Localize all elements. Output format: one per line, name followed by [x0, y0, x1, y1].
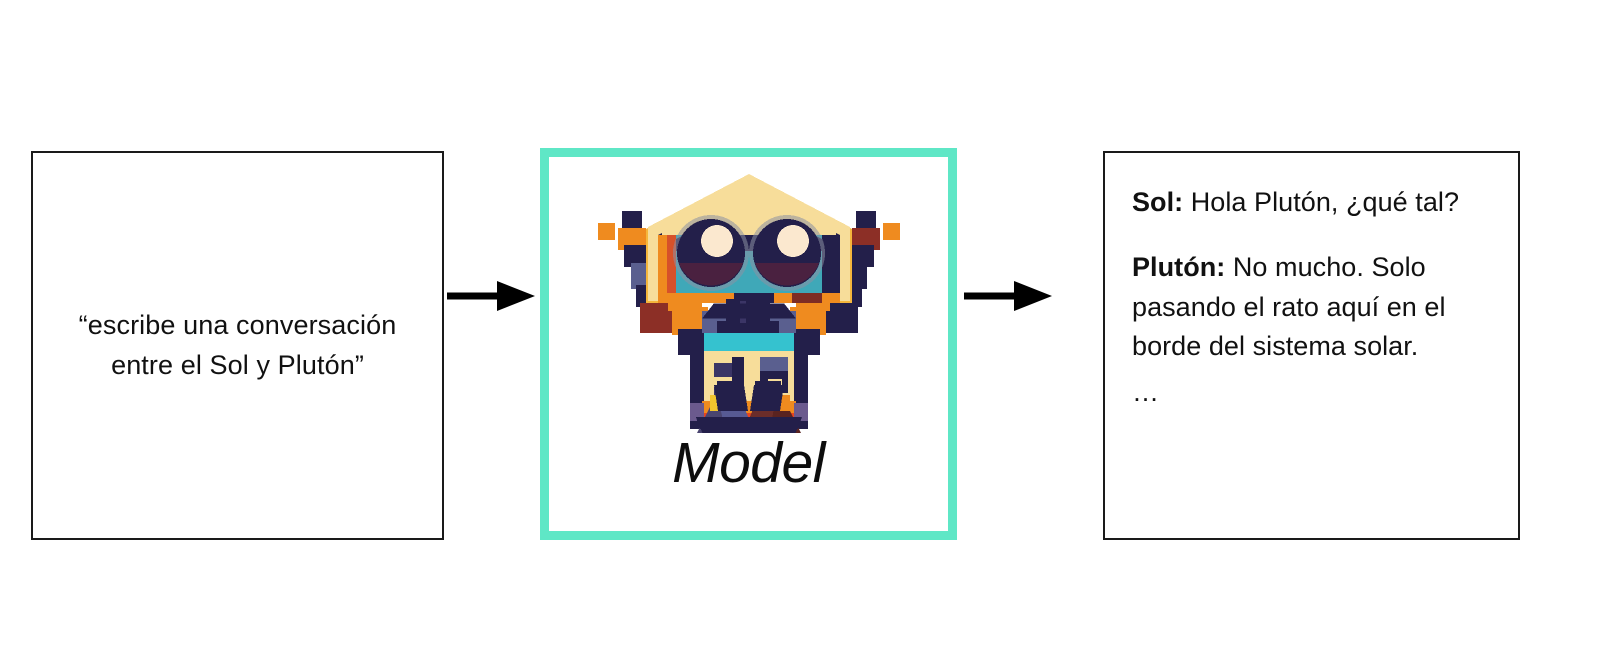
utterance-pluton: No mucho. Solo pasando el rato aquí en e…: [1132, 252, 1446, 362]
robot-icon: [584, 171, 914, 433]
output-box: Sol: Hola Plutón, ¿qué tal? Plutón: No m…: [1103, 151, 1520, 540]
output-line-sol: Sol: Hola Plutón, ¿qué tal?: [1132, 183, 1496, 222]
output-text: Sol: Hola Plutón, ¿qué tal? Plutón: No m…: [1132, 183, 1496, 412]
model-label: Model: [672, 431, 825, 495]
utterance-sol: Hola Plutón, ¿qué tal?: [1183, 187, 1460, 217]
arrow-model-to-output-icon: [964, 276, 1054, 316]
arrow-prompt-to-model-icon: [447, 276, 537, 316]
line-gap: [1132, 222, 1496, 248]
speaker-pluton: Plutón:: [1132, 252, 1226, 283]
prompt-box: “escribe una conversación entre el Sol y…: [31, 151, 444, 540]
output-ellipsis: …: [1132, 376, 1160, 407]
speaker-sol: Sol:: [1132, 187, 1184, 217]
model-box: Model: [540, 148, 957, 540]
prompt-text: “escribe una conversación entre el Sol y…: [78, 309, 397, 380]
output-line-pluton: Plutón: No mucho. Solo pasando el rato a…: [1132, 248, 1496, 366]
